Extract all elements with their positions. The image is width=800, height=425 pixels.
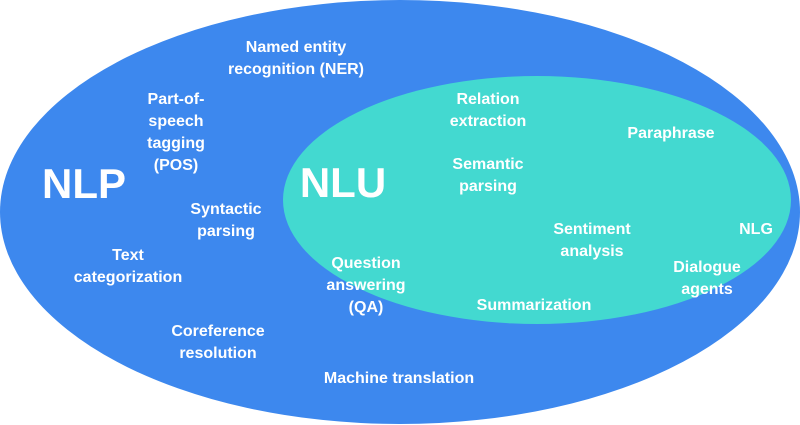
nlu-title: NLU <box>300 159 386 206</box>
nlu-ellipse <box>283 76 791 324</box>
text-categorization-label: Text categorization <box>74 247 182 286</box>
question-answering-label-line-2: answering <box>326 277 405 294</box>
ner-label-line-2: recognition (NER) <box>228 61 364 78</box>
nlg-label-line-1: NLG <box>739 221 773 238</box>
syntactic-parsing-label-line-2: parsing <box>197 223 255 240</box>
sentiment-analysis-label-line-2: analysis <box>560 243 623 260</box>
sentiment-analysis-label: Sentiment analysis <box>553 221 631 260</box>
nlg-label: NLG <box>739 221 773 238</box>
dialogue-agents-label: Dialogue agents <box>673 259 741 298</box>
paraphrase-label-line-1: Paraphrase <box>627 125 714 142</box>
text-categorization-label-line-2: categorization <box>74 269 182 286</box>
semantic-parsing-label-line-1: Semantic <box>452 156 523 173</box>
relation-extraction-label-line-1: Relation <box>456 91 519 108</box>
syntactic-parsing-label: Syntactic parsing <box>190 201 261 240</box>
machine-translation-label-line-1: Machine translation <box>324 370 474 387</box>
question-answering-label-line-1: Question <box>331 255 400 272</box>
pos-label-line-1: Part-of- <box>148 91 205 108</box>
pos-label: Part-of-speech tagging (POS) <box>147 91 205 174</box>
question-answering-label-line-3: (QA) <box>349 299 384 316</box>
dialogue-agents-label-line-2: agents <box>681 281 733 298</box>
paraphrase-label: Paraphrase <box>627 125 714 142</box>
semantic-parsing-label-line-2: parsing <box>459 178 517 195</box>
machine-translation-label: Machine translation <box>324 370 474 387</box>
pos-label-line-4: (POS) <box>154 157 198 174</box>
ner-label-line-1: Named entity <box>246 39 347 56</box>
relation-extraction-label: Relation extraction <box>450 91 526 130</box>
ner-label: Named entity recognition (NER) <box>228 39 364 78</box>
syntactic-parsing-label-line-1: Syntactic <box>190 201 261 218</box>
text-categorization-label-line-1: Text <box>112 247 144 264</box>
nlp-title: NLP <box>42 160 126 207</box>
semantic-parsing-label: Semantic parsing <box>452 156 523 195</box>
coreference-resolution-label-line-2: resolution <box>179 345 256 362</box>
pos-label-line-2: speech <box>148 113 203 130</box>
question-answering-label: Question answering (QA) <box>326 255 405 316</box>
relation-extraction-label-line-2: extraction <box>450 113 526 130</box>
summarization-label-line-1: Summarization <box>477 297 592 314</box>
dialogue-agents-label-line-1: Dialogue <box>673 259 741 276</box>
pos-label-line-3: tagging <box>147 135 205 152</box>
coreference-resolution-label-line-1: Coreference <box>171 323 264 340</box>
sentiment-analysis-label-line-1: Sentiment <box>553 221 631 238</box>
summarization-label: Summarization <box>477 297 592 314</box>
coreference-resolution-label: Coreference resolution <box>171 323 264 362</box>
